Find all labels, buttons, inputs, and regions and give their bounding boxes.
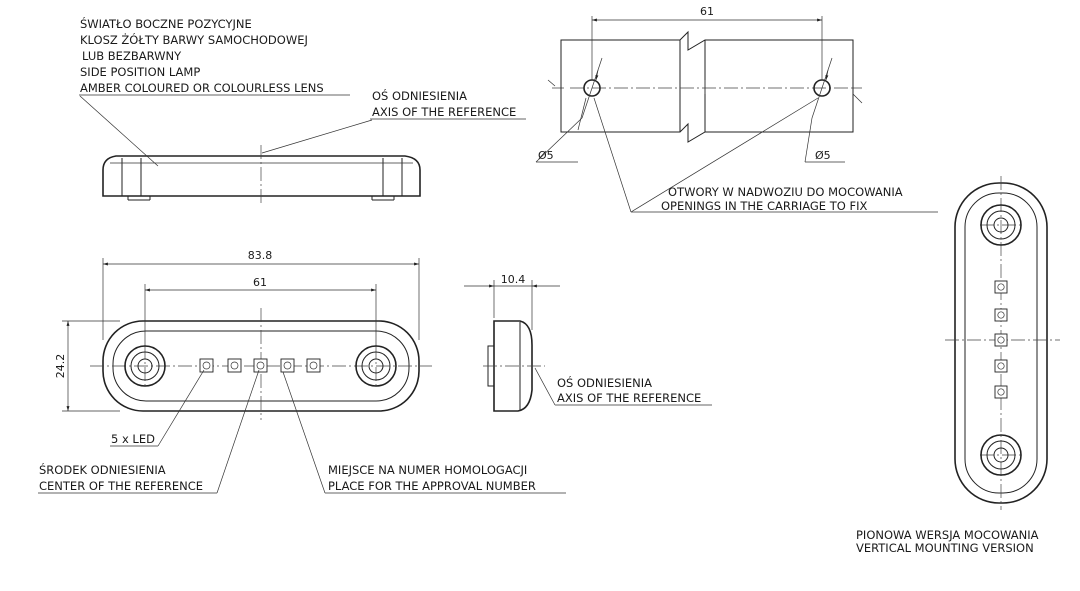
center-ref-note-pl: ŚRODEK ODNIESIENIA [39,462,166,477]
lamp-label-leader [79,94,350,167]
openings-note-en: OPENINGS IN THE CARRIAGE TO FIX [661,199,867,213]
axis-label-leader-profile [534,367,712,406]
vertical-led-5 [994,385,1008,399]
lamp-note-en-2: AMBER COLOURED OR COLOURLESS LENS [80,81,324,95]
led-count-leader [110,369,205,447]
overall-length-value: 83.8 [248,249,273,262]
led-2 [227,358,242,373]
vertical-note-pl: PIONOWA WERSJA MOCOWANIA [856,528,1039,542]
profile-view-lamp [483,320,545,412]
approval-note-en: PLACE FOR THE APPROVAL NUMBER [328,479,536,493]
approval-note-pl: MIEJSCE NA NUMER HOMOLOGACJI [328,463,527,477]
depth-dim [464,280,560,330]
hole-diameter-dims [535,57,845,163]
openings-note-pl: OTWORY W NADWOZIU DO MOCOWANIA [668,185,903,199]
overall-length-dim [102,258,420,340]
lamp-note-pl-1: ŚWIATŁO BOCZNE POZYCYJNE [80,16,252,31]
led-count-label: 5 x LED [111,432,155,446]
axis-note-en-top: AXIS OF THE REFERENCE [372,105,516,119]
vertical-led-2 [994,308,1008,322]
hole-spacing-dim [144,284,377,346]
led-5 [306,358,321,373]
height-value: 24.2 [54,354,67,379]
height-dim [62,320,120,412]
lamp-note-pl-2: KLOSZ ŻÓŁTY BARWY SAMOCHODOWEJ [80,32,308,47]
front-view-lamp [90,308,432,420]
hole-dia-right-value: Ø5 [815,149,831,162]
center-ref-note-en: CENTER OF THE REFERENCE [39,479,203,493]
led-1 [199,358,214,373]
hole-spacing-value: 61 [253,276,267,289]
top-hole-spacing-value: 61 [700,5,714,18]
side-view-lamp [102,145,421,205]
axis-note-en-profile: AXIS OF THE REFERENCE [557,391,701,405]
vertical-led-1 [994,280,1008,294]
vertical-led-3 [994,333,1008,347]
axis-note-pl-top: OŚ ODNIESIENIA [372,88,467,103]
axis-note-pl-profile: OŚ ODNIESIENIA [557,375,652,390]
center-ref-leader [38,369,260,494]
vertical-note-en: VERTICAL MOUNTING VERSION [856,541,1034,555]
led-4 [280,358,295,373]
depth-value: 10.4 [501,273,526,286]
vertical-view-lamp [945,176,1060,510]
openings-label-leader [593,97,938,213]
lamp-note-pl-3: LUB BEZBARWNY [82,49,182,63]
approval-leader [282,371,566,494]
hole-dia-left-value: Ø5 [538,149,554,162]
lamp-note-en-1: SIDE POSITION LAMP [80,65,200,79]
led-3 [253,358,268,373]
vertical-led-4 [994,359,1008,373]
mounting-plate [547,30,863,143]
top-hole-spacing-dim [591,16,823,80]
axis-label-leader-top [261,118,526,154]
